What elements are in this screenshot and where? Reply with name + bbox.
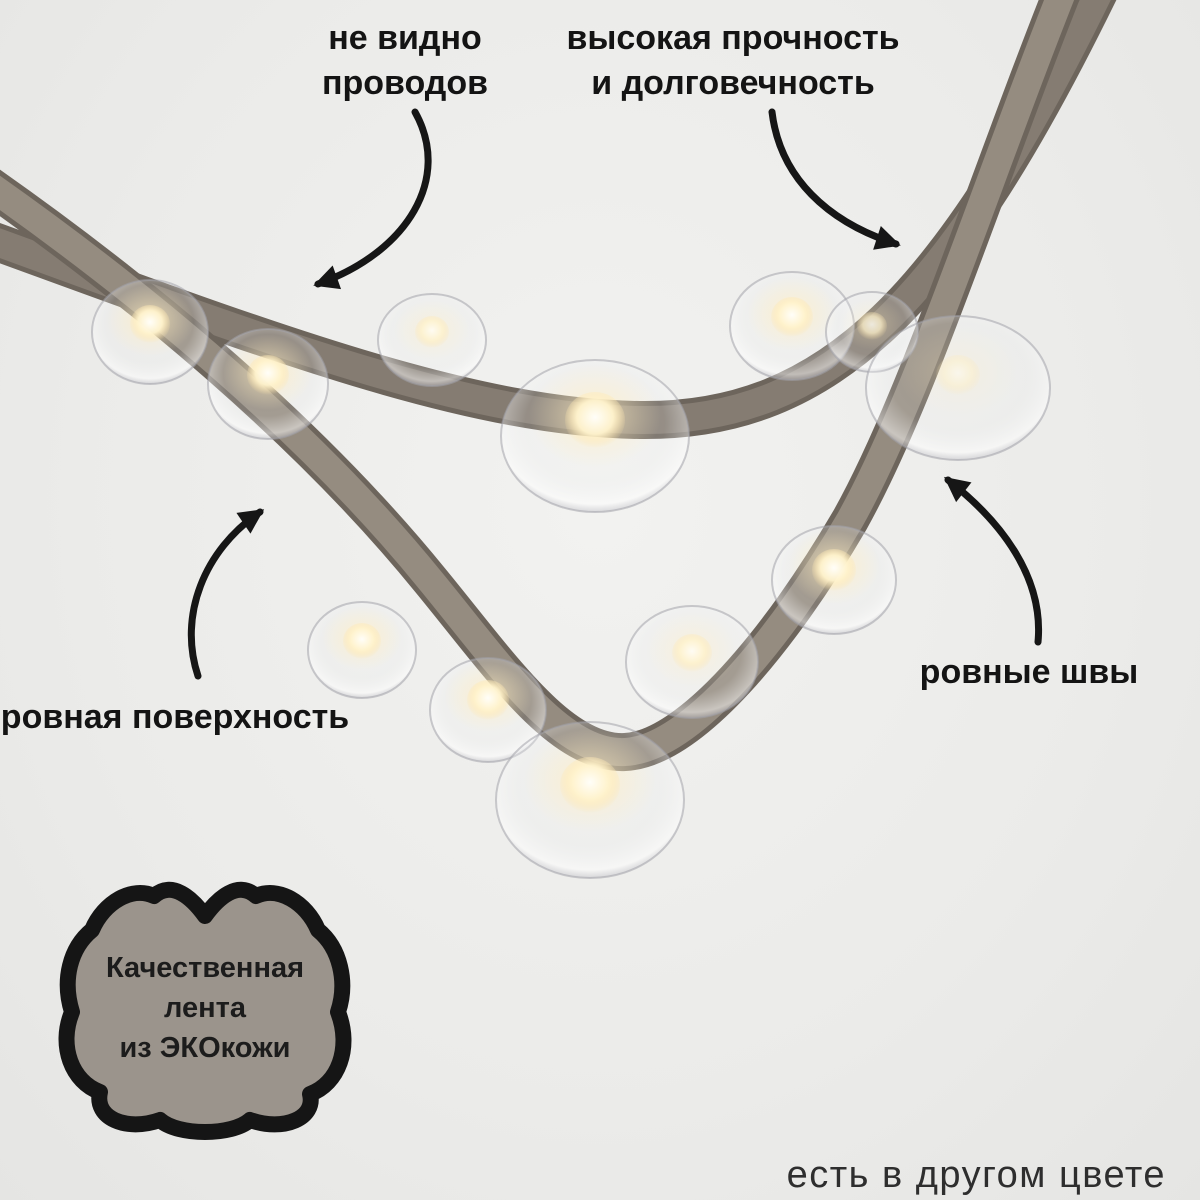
glass-bubble (429, 657, 547, 763)
badge-text: Качественная лента из ЭКОкожи (70, 948, 340, 1068)
label-durability: высокая прочность и долговечность (553, 16, 913, 106)
glass-bubble (495, 721, 685, 879)
badge-line: лента (163, 992, 246, 1025)
label-smooth-surface: ровная поверхность (0, 695, 350, 740)
label-line: проводов (321, 63, 489, 102)
label-line: ровные швы (919, 653, 1139, 691)
glass-bubble (377, 293, 487, 387)
badge-line: из ЭКОкожи (119, 1032, 291, 1065)
arrow-even-seams-icon (944, 476, 1043, 646)
arrow-no-wires-icon (313, 108, 432, 290)
glass-bubble (91, 279, 209, 385)
glass-bubble (307, 601, 417, 699)
label-line: высокая прочность (566, 19, 900, 57)
label-no-wires: не видно проводов (255, 16, 555, 106)
label-line: не видно (328, 19, 482, 57)
arrow-smooth-surface-icon (187, 508, 265, 680)
glass-bubble (771, 525, 897, 635)
label-line: ровная поверхность (0, 698, 350, 736)
glass-bubble (207, 328, 329, 440)
glass-bubble (500, 359, 690, 513)
arrow-durability-icon (768, 108, 901, 250)
footer-note: есть в другом цвете (786, 1154, 1166, 1196)
label-line: и долговечность (591, 63, 875, 102)
leather-hide-icon (58, 881, 352, 1140)
leather-badge (58, 881, 352, 1140)
label-even-seams: ровные швы (904, 650, 1154, 695)
glass-bubble (729, 271, 855, 381)
badge-line: Качественная (105, 952, 305, 984)
glass-bubble (865, 315, 1051, 461)
glass-bubble (625, 605, 759, 719)
